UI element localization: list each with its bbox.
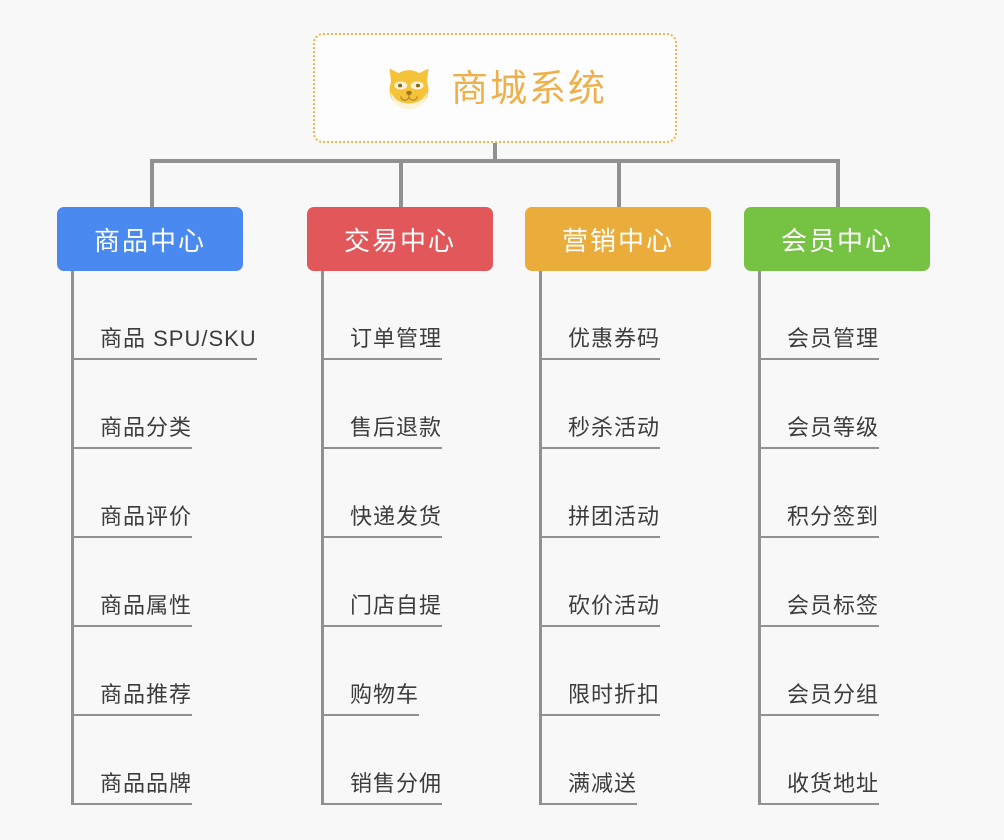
- item-label: 售后退款: [324, 415, 443, 449]
- list-item[interactable]: 商品分类: [74, 360, 301, 449]
- list-item[interactable]: 门店自提: [324, 538, 551, 627]
- category-label: 商品中心: [93, 225, 206, 256]
- connector-drop-4: [836, 161, 840, 209]
- connector-drop-2: [399, 161, 403, 209]
- item-label: 商品评价: [74, 504, 193, 538]
- item-label: 商品 SPU/SKU: [74, 326, 257, 360]
- list-item[interactable]: 商品推荐: [74, 627, 301, 716]
- item-label: 会员分组: [761, 682, 880, 716]
- item-column-member-center: 会员管理 会员等级 积分签到 会员标签 会员分组 收货地址: [758, 271, 988, 805]
- item-column-trade-center: 订单管理 售后退款 快递发货 门店自提 购物车 销售分佣: [321, 271, 551, 805]
- item-label: 购物车: [324, 682, 420, 716]
- item-label: 拼团活动: [542, 504, 661, 538]
- item-label: 订单管理: [324, 326, 443, 360]
- list-item[interactable]: 会员标签: [761, 538, 988, 627]
- item-label: 会员等级: [761, 415, 880, 449]
- list-item[interactable]: 商品品牌: [74, 716, 301, 805]
- list-item[interactable]: 会员管理: [761, 271, 988, 360]
- list-item[interactable]: 商品 SPU/SKU: [74, 271, 301, 360]
- item-label: 商品品牌: [74, 771, 193, 805]
- item-label: 优惠券码: [542, 326, 661, 360]
- item-column-product-center: 商品 SPU/SKU 商品分类 商品评价 商品属性 商品推荐 商品品牌: [71, 271, 301, 805]
- connector-drop-1: [150, 161, 154, 209]
- item-label: 收货地址: [761, 771, 880, 805]
- item-label: 积分签到: [761, 504, 880, 538]
- category-box-product-center[interactable]: 商品中心: [57, 207, 243, 271]
- item-label: 砍价活动: [542, 593, 661, 627]
- item-label: 会员标签: [761, 593, 880, 627]
- list-item[interactable]: 商品评价: [74, 449, 301, 538]
- category-label: 营销中心: [561, 225, 674, 256]
- item-label: 秒杀活动: [542, 415, 661, 449]
- shiba-dog-icon: [383, 62, 435, 114]
- connector-root-stem: [493, 143, 497, 163]
- category-box-marketing-center[interactable]: 营销中心: [525, 207, 711, 271]
- list-item[interactable]: 售后退款: [324, 360, 551, 449]
- item-label: 商品分类: [74, 415, 193, 449]
- item-label: 会员管理: [761, 326, 880, 360]
- list-item[interactable]: 收货地址: [761, 716, 988, 805]
- item-label: 限时折扣: [542, 682, 661, 716]
- list-item[interactable]: 订单管理: [324, 271, 551, 360]
- list-item[interactable]: 砍价活动: [542, 538, 769, 627]
- list-item[interactable]: 拼团活动: [542, 449, 769, 538]
- category-label: 会员中心: [780, 225, 893, 256]
- item-label: 门店自提: [324, 593, 443, 627]
- list-item[interactable]: 购物车: [324, 627, 551, 716]
- item-label: 快递发货: [324, 504, 443, 538]
- item-label: 商品属性: [74, 593, 193, 627]
- list-item[interactable]: 会员分组: [761, 627, 988, 716]
- category-label: 交易中心: [343, 225, 456, 256]
- list-item[interactable]: 快递发货: [324, 449, 551, 538]
- list-item[interactable]: 商品属性: [74, 538, 301, 627]
- item-label: 销售分佣: [324, 771, 443, 805]
- list-item[interactable]: 会员等级: [761, 360, 988, 449]
- connector-drop-3: [617, 161, 621, 209]
- list-item[interactable]: 秒杀活动: [542, 360, 769, 449]
- root-node-label: 商城系统: [451, 67, 607, 109]
- item-label: 商品推荐: [74, 682, 193, 716]
- root-node-shop-system[interactable]: 商城系统: [313, 33, 677, 143]
- list-item[interactable]: 限时折扣: [542, 627, 769, 716]
- connector-horizontal-bus: [150, 159, 840, 163]
- category-box-member-center[interactable]: 会员中心: [744, 207, 930, 271]
- list-item[interactable]: 销售分佣: [324, 716, 551, 805]
- list-item[interactable]: 优惠券码: [542, 271, 769, 360]
- item-label: 满减送: [542, 771, 638, 805]
- item-column-marketing-center: 优惠券码 秒杀活动 拼团活动 砍价活动 限时折扣 满减送: [539, 271, 769, 805]
- list-item[interactable]: 积分签到: [761, 449, 988, 538]
- list-item[interactable]: 满减送: [542, 716, 769, 805]
- category-box-trade-center[interactable]: 交易中心: [307, 207, 493, 271]
